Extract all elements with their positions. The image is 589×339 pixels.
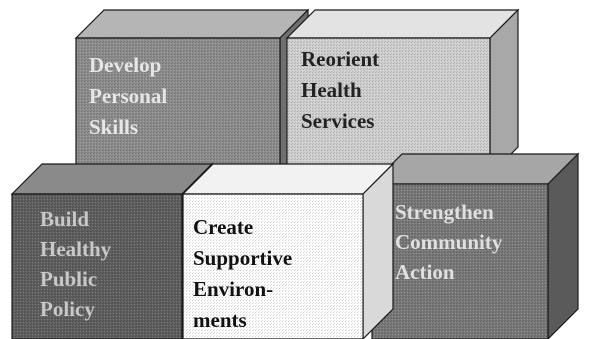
cube-top-face [181, 163, 395, 195]
cube-top-face [10, 163, 214, 195]
cube-label-line: Environ- [193, 277, 273, 301]
cube-top-face [285, 9, 520, 39]
cube-label-line: Community [395, 230, 503, 254]
cube-label-line: Develop [89, 53, 161, 77]
cube-side-face [547, 152, 579, 339]
cube-texture [372, 184, 548, 339]
cube-label-line: Supportive [193, 246, 292, 270]
cube-label-line: Personal [89, 84, 167, 108]
cube-texture [12, 194, 182, 339]
cube-label-line: Build [40, 207, 89, 231]
cube-label-line: ments [193, 308, 247, 332]
cube-label-line: Public [40, 267, 97, 291]
cube-label-line: Skills [89, 115, 138, 139]
cube-top-face [370, 153, 580, 185]
cube-side-face [489, 8, 519, 177]
cube-label-line: Healthy [40, 237, 112, 261]
cube-top-face [74, 9, 310, 39]
cube-label-line: Action [395, 260, 455, 284]
cube-side-face [362, 162, 394, 339]
cube-label-line: Strengthen [395, 200, 494, 224]
cube-label-line: Policy [40, 297, 95, 321]
cube-label-line: Services [301, 109, 374, 133]
cube-texture [183, 194, 363, 339]
cube-label-line: Health [301, 78, 362, 102]
cube-label-line: Reorient [301, 47, 379, 71]
cube-texture [76, 38, 280, 175]
cube-label-line: Create [193, 215, 253, 239]
cube-texture [287, 38, 490, 175]
